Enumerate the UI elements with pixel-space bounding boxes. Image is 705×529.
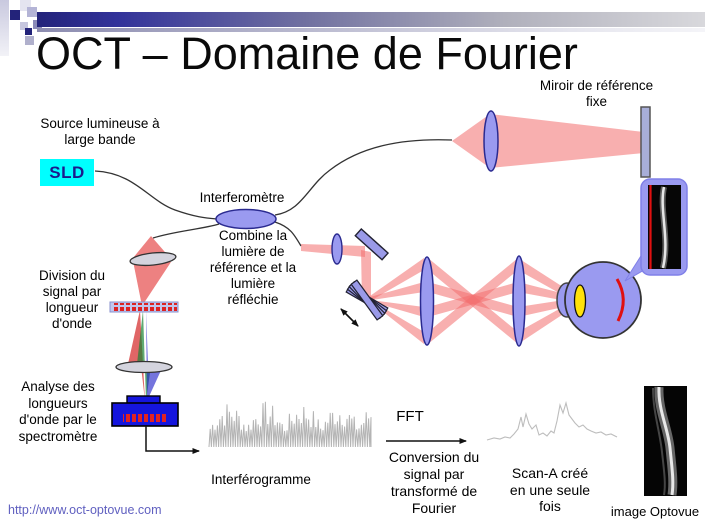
page-title: OCT – Domaine de Fourier [36, 28, 578, 79]
sld-source-box: SLD [40, 159, 94, 186]
oct-image [644, 386, 687, 496]
reference-beam [452, 114, 644, 168]
eye [556, 261, 642, 339]
combine-label: Combine la lumière de référence et la lu… [209, 228, 297, 307]
source-label: Source lumineuse à large bande [40, 116, 160, 147]
analyse-label: Analyse des longueurs d'onde par le spec… [18, 379, 98, 444]
eyeball [564, 261, 642, 339]
crystalline-lens [573, 284, 587, 318]
fft-label: FFT [396, 408, 424, 425]
corner-decoration-square [27, 7, 37, 17]
corner-decoration-square [10, 10, 20, 20]
scan-motion-arrow [340, 308, 359, 327]
retina-arc [615, 278, 625, 322]
fiber-sld-to-coupler [94, 170, 218, 220]
corner-decoration-strip [0, 0, 9, 56]
scan-lens-1 [419, 256, 435, 346]
reference-collimating-lens [483, 110, 499, 172]
sample-collimating-lens [331, 233, 343, 265]
header-gradient-underline [37, 28, 705, 32]
diffraction-grating [109, 301, 179, 313]
reference-mirror-label: Miroir de référence fixe [539, 78, 654, 109]
fiber-coupler-to-spectrometer [152, 223, 220, 239]
interferogram-waveform [208, 401, 372, 448]
optical-fibers [94, 139, 453, 247]
spectrometer-lens-2 [115, 360, 173, 374]
fold-mirror [354, 227, 390, 261]
detector-to-interferogram-arrow [145, 426, 200, 454]
interferometer-label: Interferomètre [199, 190, 285, 205]
conversion-label: Conversion du signal par transformé de F… [388, 449, 480, 516]
spectrometer-lens-1 [129, 251, 177, 267]
scanning-mirror [345, 279, 389, 321]
corner-decoration-square [20, 0, 31, 11]
corner-decoration-square [20, 22, 28, 30]
footer-link[interactable]: http://www.oct-optovue.com [8, 503, 162, 517]
corner-decoration-square [25, 36, 34, 45]
reference-mirror [640, 106, 651, 178]
corner-decoration-square [25, 28, 32, 35]
scan-lens-2 [512, 255, 526, 347]
scan-a-label: Scan-A créé en une seule fois [509, 465, 591, 514]
line-camera-detector [111, 395, 179, 427]
oct-zoom-callout [624, 178, 688, 282]
image-credit-label: image Optovue [610, 504, 700, 519]
a-scan-waveform [486, 400, 618, 441]
division-label: Division du signal par longueur d'onde [38, 268, 106, 331]
fiber-coupler-to-sample-arm [274, 221, 302, 247]
spectrometer-beams [128, 236, 171, 401]
fiber-coupler-to-reference-arm [274, 139, 453, 216]
header-gradient-bar [37, 12, 705, 27]
spectrum-blue [146, 310, 163, 401]
interferogram-label: Interférogramme [211, 472, 311, 487]
